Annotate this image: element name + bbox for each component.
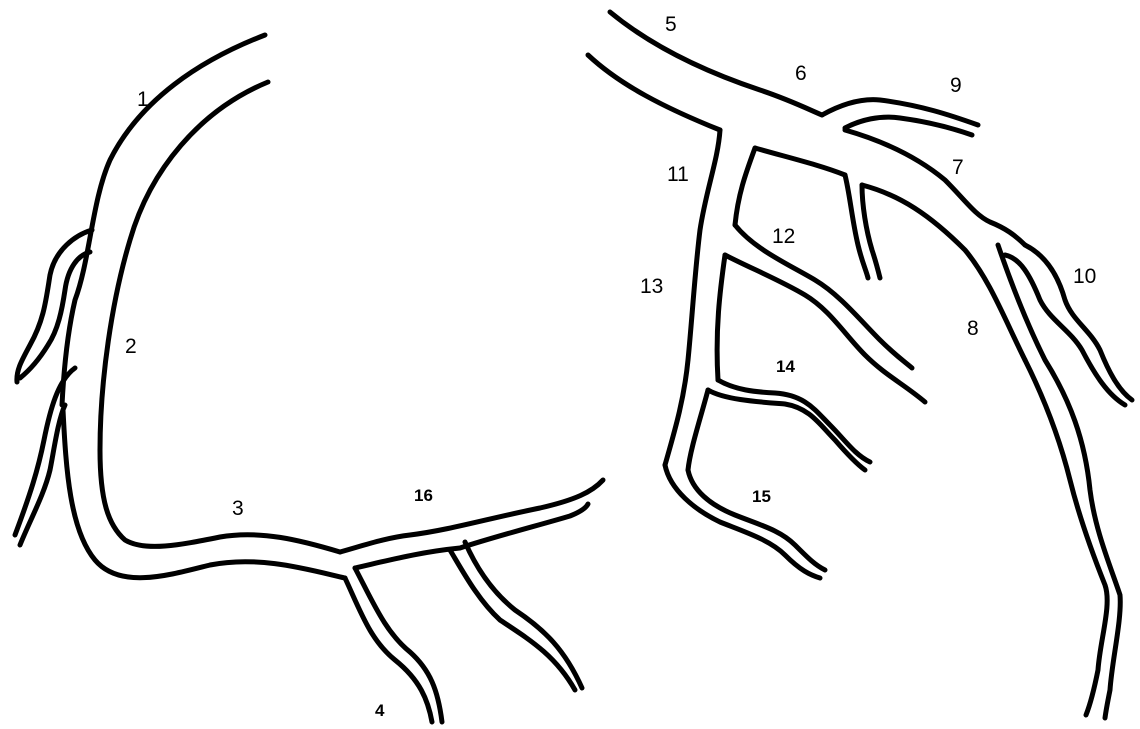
segment-label-5: 5	[665, 13, 677, 36]
lca-lad-distal-outer	[1025, 360, 1107, 715]
rca-pda-inner-wall	[355, 568, 442, 722]
rca-main-outer-wall	[62, 35, 265, 405]
lca-diagonal-9-upper-wall	[822, 100, 978, 125]
segment-label-2: 2	[125, 335, 137, 358]
lca-marginal-14-lower	[708, 390, 865, 470]
rca-pl-branch-outer	[450, 550, 575, 690]
rca-side-branch-upper-inner	[20, 252, 90, 378]
segment-label-14: 14	[776, 357, 795, 376]
rca-pda-outer-wall	[345, 578, 432, 722]
segment-label-12: 12	[772, 225, 795, 248]
segment-labels: 1 2 3 4 5 6 7 8 9 10 11 12 13 14 15 16	[125, 13, 1096, 720]
segment-label-8: 8	[967, 317, 979, 340]
rca-side-branch-upper-outer	[17, 230, 92, 382]
lca-circumflex-inner-wall-3	[688, 390, 708, 470]
lca-diagonal-10-inner	[1005, 255, 1125, 405]
segment-label-13: 13	[640, 275, 663, 298]
lca-marginal-12-upper	[735, 225, 912, 368]
lca-diagonal-9-lower-wall	[845, 117, 972, 135]
segment-label-4: 4	[375, 701, 385, 720]
lca-marginal-15-lower	[665, 465, 820, 578]
rca-side-branch-lower-inner	[20, 405, 65, 545]
segment-label-7: 7	[952, 156, 964, 179]
segment-label-3: 3	[232, 497, 244, 520]
lca-marginal-15-upper	[688, 470, 825, 570]
lca-marginal-12-lower	[725, 255, 925, 402]
lca-main-upper-wall	[610, 12, 822, 115]
segment-label-16: 16	[414, 486, 433, 505]
segment-label-1: 1	[137, 88, 149, 111]
lca-lad-lower-wall-2	[862, 185, 1025, 360]
lca-circumflex-inner-wall	[735, 148, 755, 225]
rca-pl-branch-inner	[465, 542, 582, 688]
rca-main-inner-wall	[100, 82, 340, 552]
right-coronary-artery	[15, 35, 603, 722]
left-coronary-artery	[588, 12, 1132, 718]
lca-circumflex-inner-wall-2	[717, 255, 725, 380]
segment-label-15: 15	[752, 487, 771, 506]
lca-lad-lower-wall	[755, 148, 845, 175]
segment-label-6: 6	[795, 62, 807, 85]
lca-marginal-14-upper	[718, 380, 870, 462]
segment-label-9: 9	[950, 74, 962, 97]
segment-label-10: 10	[1073, 265, 1096, 288]
segment-label-11: 11	[667, 163, 689, 186]
